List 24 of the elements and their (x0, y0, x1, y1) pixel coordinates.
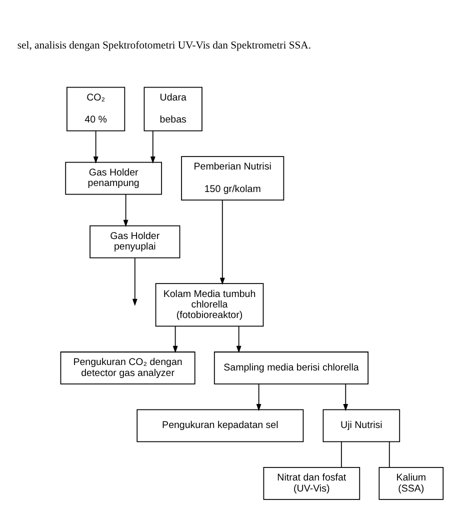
label: sel, analisis dengan Spektrofotometri UV-Vis dan Spektrometri SSA. (17, 40, 312, 52)
node-box: Pengukuran kepadatan sel (136, 409, 304, 442)
arrow (256, 384, 262, 412)
node-box: Kalium (SSA) (378, 467, 444, 500)
arrow (93, 130, 98, 164)
node-box: Pemberian Nutrisi 150 gr/kolam (181, 156, 284, 201)
arrow (123, 194, 128, 227)
arrow (172, 326, 178, 353)
connector (388, 441, 390, 468)
node-box: Nitrat dan fosfat (UV-Vis) (263, 467, 360, 500)
arrow (343, 384, 348, 412)
node-box: CO₂ 40 % (66, 86, 126, 132)
node-box: Uji Nutrisi (322, 409, 400, 442)
node-box: Udara bebas (144, 86, 202, 132)
arrow (132, 258, 138, 306)
node-box: Kolam Media tumbuh chlorella (fotobioreaktor) (155, 283, 264, 327)
node-box: Pengukuran CO₂ dengan detector gas analyzer (60, 352, 196, 384)
arrow (220, 200, 225, 285)
arrow (236, 326, 242, 353)
node-box: Gas Holder penyuplai (90, 225, 180, 258)
node-box: Sampling media berisi chlorella (214, 352, 369, 384)
arrow (150, 130, 156, 164)
node-box: Gas Holder penampung (65, 162, 162, 195)
connector (340, 441, 342, 468)
